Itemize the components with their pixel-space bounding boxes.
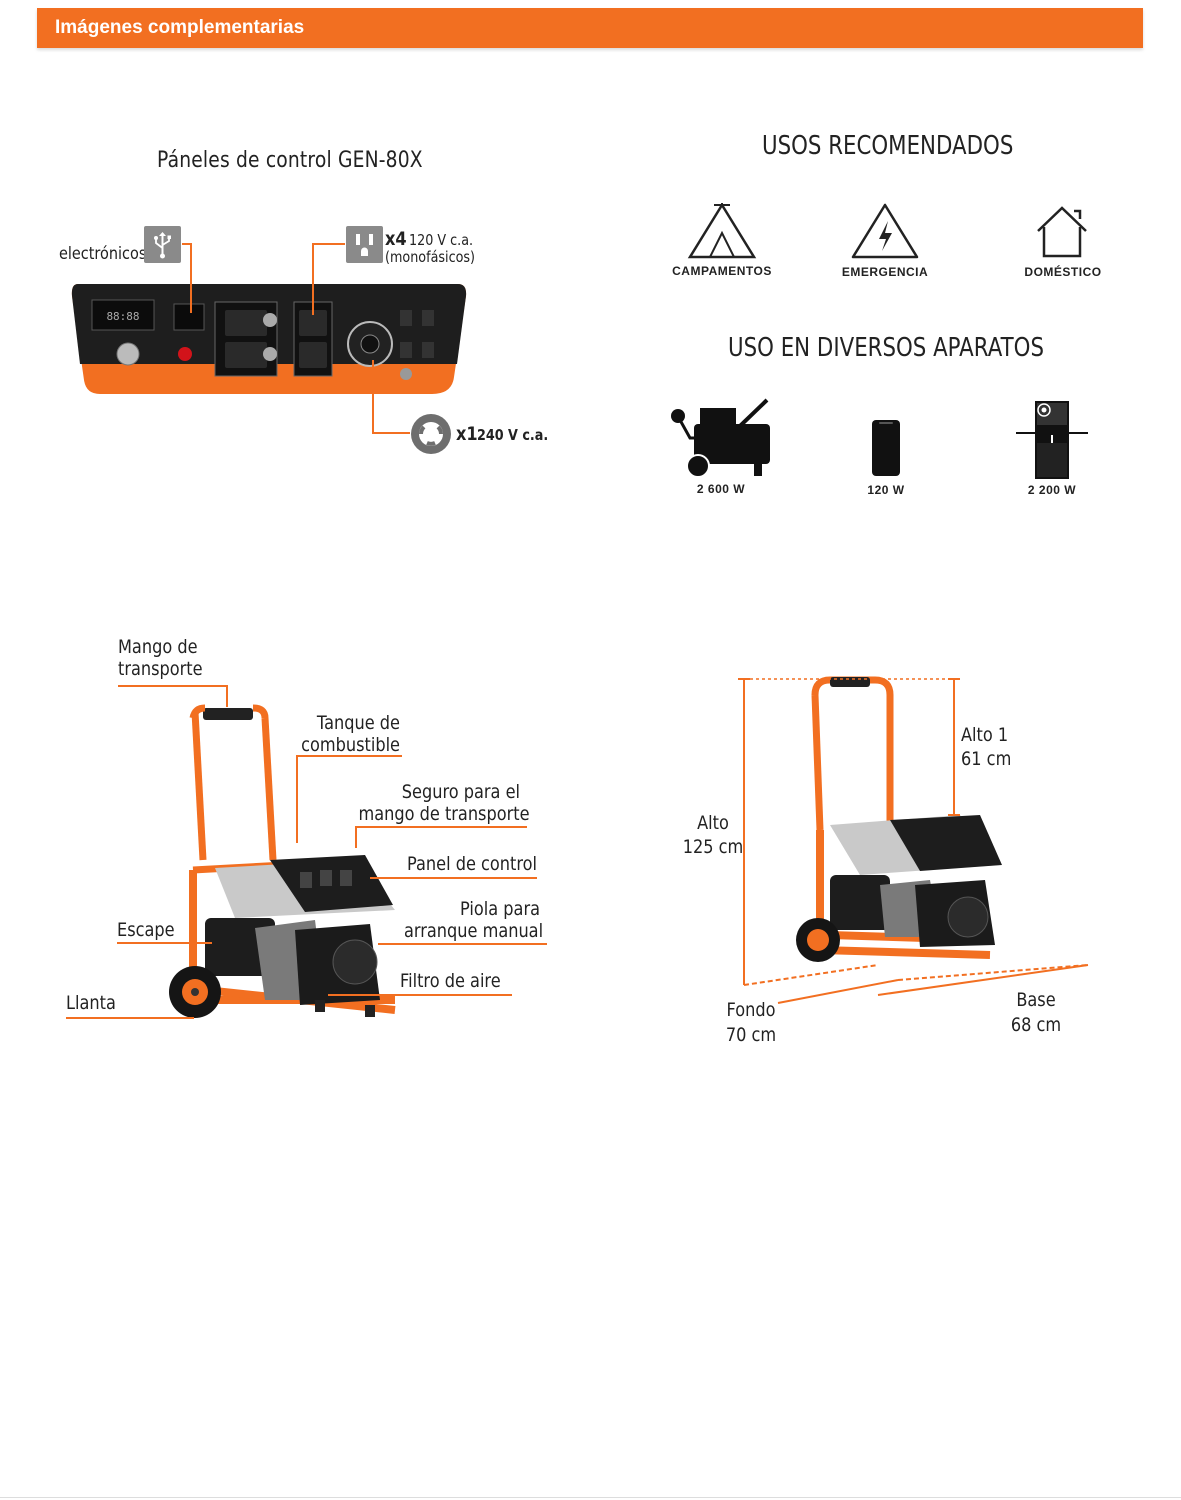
outlet-icon bbox=[346, 226, 383, 263]
label-panel: Panel de control bbox=[407, 853, 538, 875]
appliances-title: USO EN DIVERSOS APARATOS bbox=[728, 333, 1044, 363]
tank-leader-v bbox=[296, 755, 298, 843]
bottom-divider bbox=[0, 1497, 1181, 1498]
lock-leader-h bbox=[355, 826, 527, 828]
twist-leader-h bbox=[372, 432, 410, 434]
dim-depth-label: Fondo bbox=[726, 999, 776, 1021]
dim-depth-value: 70 cm bbox=[725, 1024, 777, 1046]
handle-leader-v bbox=[226, 685, 228, 707]
dim-base-value: 68 cm bbox=[1010, 1014, 1062, 1036]
outlet-count: x4 bbox=[385, 228, 407, 250]
tank-leader-h bbox=[296, 755, 402, 757]
lock-leader-v bbox=[355, 826, 357, 848]
wheel-leader bbox=[66, 1017, 194, 1019]
handle-leader-h bbox=[118, 685, 228, 687]
twist-count: x1 bbox=[456, 423, 478, 445]
tent-icon bbox=[686, 202, 758, 259]
uses-label-emergency: EMERGENCIA bbox=[841, 265, 929, 279]
label-filter: Filtro de aire bbox=[400, 970, 501, 992]
twist-voltage: 240 V c.a. bbox=[477, 426, 549, 444]
generator-parts-image bbox=[165, 700, 405, 1030]
label-starter: Piola para arranque manual bbox=[404, 898, 544, 942]
house-icon bbox=[1034, 205, 1090, 259]
emergency-icon bbox=[851, 203, 919, 259]
label-wheel: Llanta bbox=[66, 992, 116, 1014]
uses-title: USOS RECOMENDADOS bbox=[762, 131, 1014, 161]
usb-icon bbox=[144, 226, 181, 263]
section-header-title: Imágenes complementarias bbox=[55, 17, 305, 38]
panel-leader bbox=[370, 877, 537, 879]
usb-leader-h bbox=[182, 243, 192, 245]
generator-dimensions-image bbox=[790, 675, 1030, 975]
uses-label-home: DOMÉSTICO bbox=[1024, 265, 1102, 279]
control-panel-image: 88:88 bbox=[70, 282, 470, 397]
starter-leader bbox=[378, 943, 547, 945]
uses-label-camping: CAMPAMENTOS bbox=[672, 264, 772, 278]
phone-icon bbox=[871, 419, 901, 477]
compressor-icon bbox=[670, 398, 772, 478]
svg-text:88:88: 88:88 bbox=[106, 310, 139, 323]
exhaust-leader bbox=[117, 942, 212, 944]
label-tank: Tanque de combustible bbox=[301, 712, 400, 756]
outlet-type: (monofásicos) bbox=[385, 248, 475, 266]
dim-height-value: 125 cm bbox=[682, 836, 744, 858]
section-header: Imágenes complementarias bbox=[37, 8, 1143, 48]
panel-title: Páneles de control GEN-80X bbox=[157, 148, 423, 173]
dim-height-label: Alto bbox=[697, 812, 729, 834]
outlet-leader-h bbox=[312, 243, 345, 245]
twist-leader-v bbox=[372, 360, 374, 434]
dimension-lines bbox=[738, 675, 1098, 1010]
refrigerator-icon bbox=[1016, 399, 1088, 481]
dim-height1-value: 61 cm bbox=[961, 748, 1012, 770]
usb-leader-v bbox=[190, 243, 192, 313]
phone-watts: 120 W bbox=[867, 483, 905, 497]
label-handle: Mango de transporte bbox=[118, 636, 203, 680]
dim-base-label: Base bbox=[1016, 989, 1056, 1011]
compressor-watts: 2 600 W bbox=[696, 482, 746, 496]
refrigerator-watts: 2 200 W bbox=[1027, 483, 1077, 497]
usb-label: electrónicos bbox=[59, 244, 147, 264]
label-lock: Seguro para el mango de transporte bbox=[358, 781, 530, 825]
twist-lock-icon bbox=[410, 413, 452, 455]
outlet-leader-v bbox=[312, 243, 314, 315]
dim-height1-label: Alto 1 bbox=[961, 724, 1009, 746]
label-exhaust: Escape bbox=[117, 919, 175, 941]
outlet-voltage: 120 V c.a. bbox=[409, 231, 474, 249]
filter-leader bbox=[328, 994, 512, 996]
